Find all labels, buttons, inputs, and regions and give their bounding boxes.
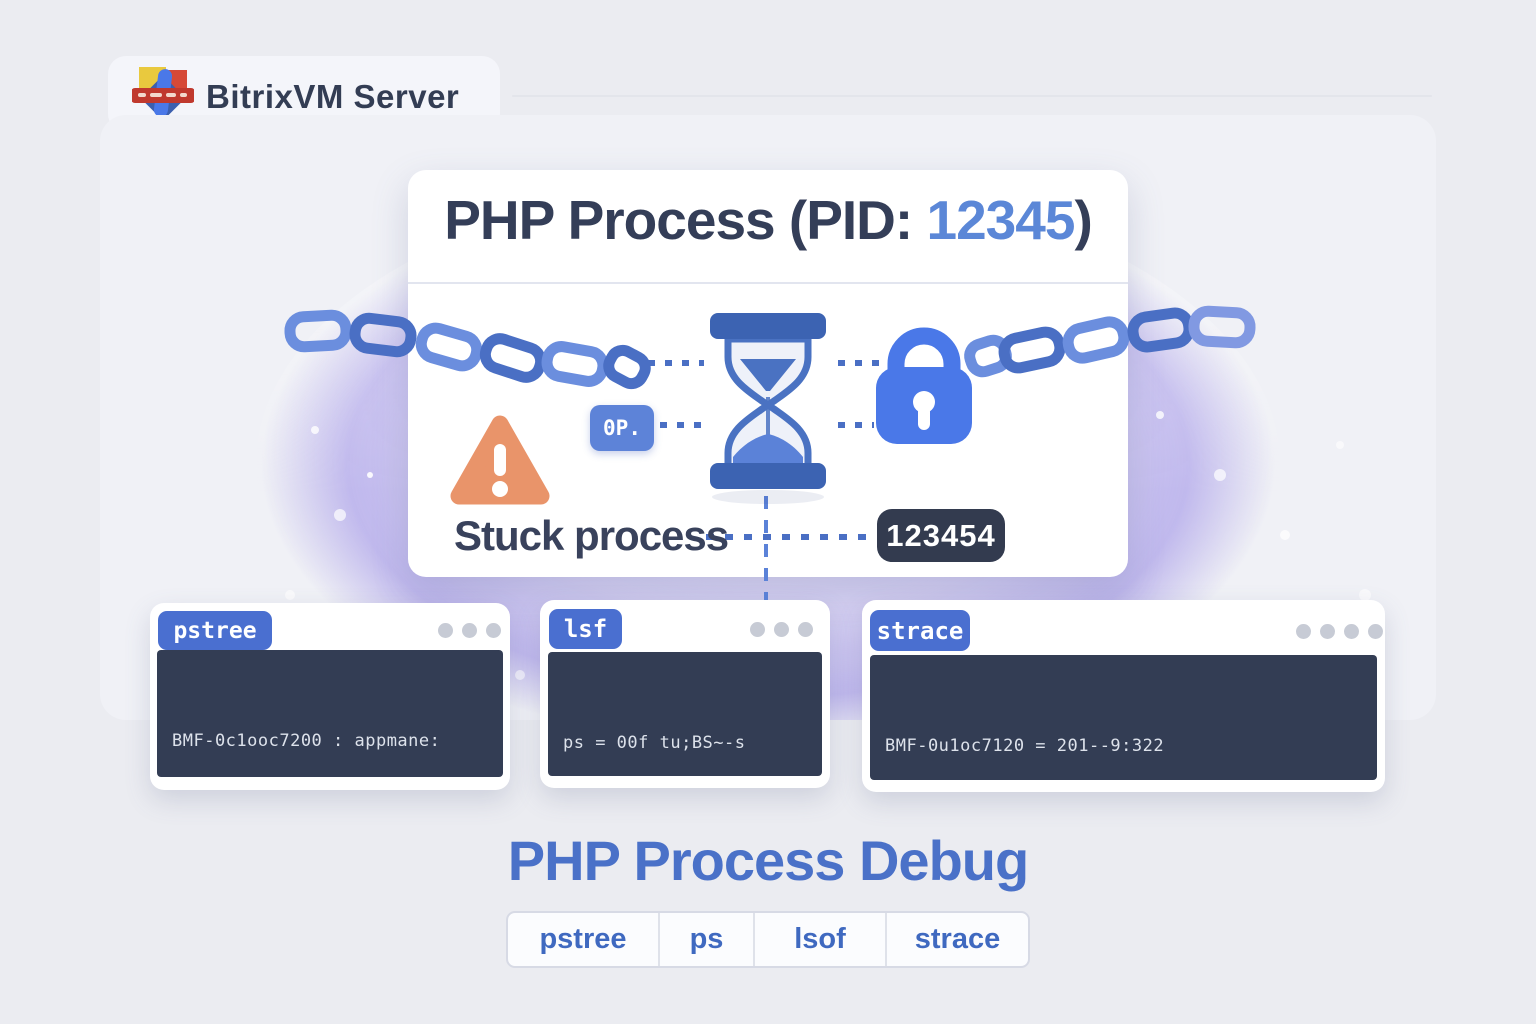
tab-lsof[interactable]: lsof [755,913,887,966]
terminal-window-pstree: pstree BMF-0c1ooc7200 : appmane: BMF-339… [150,603,510,790]
bitrix-logo-icon [132,67,194,121]
code-line: ps = 00f tu;BS~-s [563,733,746,753]
terminal-tab-pstree[interactable]: pstree [158,611,272,650]
debug-heading: PHP Process Debug [507,829,1029,892]
op-chip-badge: 0P. [590,405,654,451]
card-title: PHP Process (PID: 12345) [0,188,1536,252]
terminal-window-lsf: lsf ps = 00f tu;BS~-s ps = 102 = 1688.8z… [540,600,830,788]
window-dots [1296,624,1383,639]
code-line: BMF-0u1oc7120 = 201--9:322 [885,736,1165,756]
tab-pstree[interactable]: pstree [508,913,660,966]
terminal-output-pstree: BMF-0c1ooc7200 : appmane: BMF-339277 - 1… [157,650,503,777]
card-title-divider [408,282,1128,284]
tab-strace[interactable]: strace [914,923,1001,955]
terminal-window-strace: strace BMF-0u1oc7120 = 201--9:322 BMF 13… [862,600,1385,792]
card-title-suffix: ) [1074,189,1092,251]
pid-value-badge: 123454 [877,509,1005,562]
terminal-output-strace: BMF-0u1oc7120 = 201--9:322 BMF 133:77 - … [870,655,1377,780]
window-dots [438,623,501,638]
warning-icon [450,415,550,505]
card-title-pid: 12345 [926,189,1076,251]
card-title-prefix: PHP Process (PID: [444,189,927,251]
code-line: BMF-0c1ooc7200 : appmane: [172,731,441,751]
stuck-process-label: Stuck process [454,512,729,559]
page-title: BitrixVM Server [206,78,460,115]
terminal-tab-lsf[interactable]: lsf [549,609,622,649]
hourglass-icon [710,313,826,489]
debug-tool-tabs: pstree ps lsof strace [506,911,1030,968]
window-dots [750,622,813,637]
header-divider [512,95,1432,97]
tab-ps[interactable]: ps [660,913,755,966]
terminal-output-lsf: ps = 00f tu;BS~-s ps = 102 = 1688.8z ps … [548,652,822,776]
terminal-tab-strace[interactable]: strace [870,610,970,651]
lock-icon [876,327,972,444]
